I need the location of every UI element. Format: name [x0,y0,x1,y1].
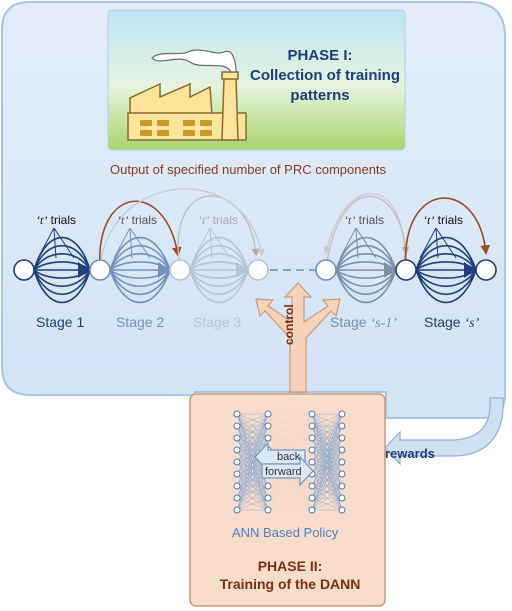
stage-5-network [415,227,477,304]
stage-3-network [189,227,249,303]
ann-neuron [338,434,346,442]
ann-neuron [233,422,241,430]
ann-neuron [233,434,241,442]
phase1-title: PHASE I: Collection of training patterns [250,46,400,106]
ann-neuron [338,422,346,430]
ann-neuron [233,410,241,418]
phase2-line1: PHASE II: [257,558,323,574]
rewards-arrow [384,397,504,466]
factory-icon [127,71,247,141]
phase1-line3: patterns [290,87,350,104]
smoke-icon [151,49,237,73]
state-node [395,259,417,281]
ann-neuron [308,446,316,454]
stage-s-label: Stage ‘s’ [424,314,480,331]
ann-neuron [264,506,272,514]
ann-policy-label: ANN Based Policy [232,525,339,540]
ann-neuron [264,422,272,430]
rewards-label: rewards [385,446,435,461]
control-arrow [255,282,341,393]
state-node [89,259,111,281]
ann-neuron [264,410,272,418]
state-node [315,259,337,281]
trials-label-4: ‘t’ trials [344,213,385,227]
ann-neuron [233,506,241,514]
trials-label-2: ‘t’ trials [117,213,158,227]
stage-s-minus-1-label: Stage ‘s-1’ [330,314,397,331]
ann-neuron [308,410,316,418]
stage-1-label: Stage 1 [36,314,85,330]
ann-neuron [308,494,316,502]
trials-label-3: ‘t’ trials [198,213,239,227]
stage-3-label: Stage 3 [193,314,242,330]
state-node [475,259,497,281]
ann-neuron [338,494,346,502]
trials-label-1: ‘t’ trials [36,213,77,227]
ann-neuron [233,458,241,466]
forward-arrow [261,455,314,487]
ann-neuron [338,506,346,514]
output-label: Output of specified number of PRC compon… [110,162,387,177]
ann-neuron [233,494,241,502]
ann-neuron [338,470,346,478]
ann-neuron [338,446,346,454]
ann-neuron [233,470,241,478]
ann-neuron [338,458,346,466]
ann-neuron [264,494,272,502]
phase1-line2: Collection of training [250,67,400,84]
ann-neuron [308,506,316,514]
phase1-line1: PHASE I: [287,47,353,64]
ann-neuron [264,434,272,442]
ann-neuron [338,410,346,418]
phase2-line2: Training of the DANN [219,576,361,592]
ann-neuron [308,458,316,466]
ann-neuron [233,482,241,490]
ann-neuron [233,446,241,454]
forward-label: forward [265,466,302,478]
ann-neuron [308,482,316,490]
back-label: back [277,451,301,463]
state-node [247,259,269,281]
stage-1-network [33,227,91,303]
ann-neuron [264,482,272,490]
ann-neuron [338,482,346,490]
stage-2-label: Stage 2 [116,314,165,330]
phase2-title: PHASE II: Training of the DANN [215,557,365,593]
trials-label-5: ‘t’ trials [423,213,464,227]
ann-neuron [308,422,316,430]
stage-2-network [109,227,171,304]
state-node [169,259,191,281]
ann-neuron [308,434,316,442]
stage-4-network [335,227,397,304]
control-label: control [282,304,296,345]
state-node [13,259,35,281]
